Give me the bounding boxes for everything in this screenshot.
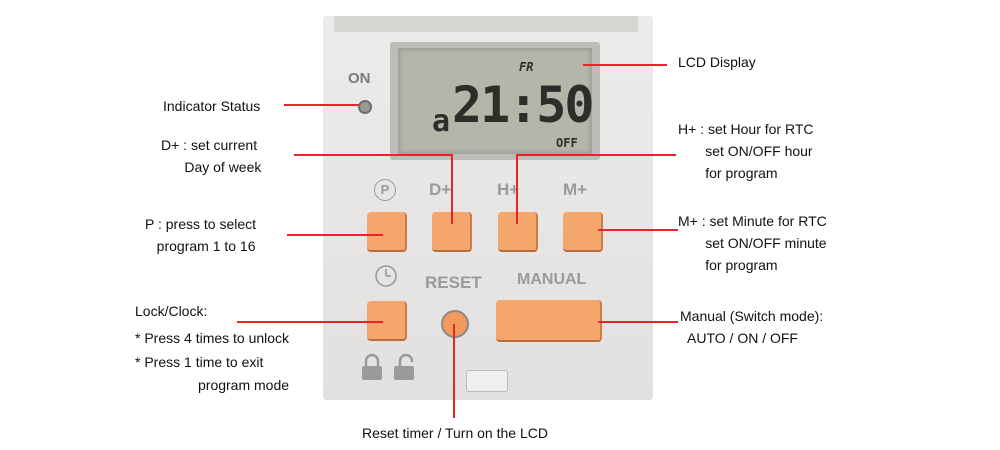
reset-annotation: Reset timer / Turn on the LCD [362,425,548,441]
indicator-status-annotation: Indicator Status [163,98,261,114]
manual-button[interactable] [496,300,602,342]
h-plus-leader [516,154,676,224]
manual-label: MANUAL [517,271,587,288]
indicator-led [358,100,372,114]
manual-annotation: Manual (Switch mode): AUTO / ON / OFF [680,308,824,346]
p-button[interactable] [367,212,407,252]
lock-clock-title: Lock/Clock: [135,303,208,319]
reset-label: RESET [425,273,482,292]
lcd-time: 21:50 [452,76,595,134]
m-plus-annotation: M+ : set Minute for RTC set ON/OFF minut… [678,213,827,273]
d-plus-label: D+ [429,180,452,199]
lock-clock-line3: program mode [198,377,290,393]
p-button-label: P [374,179,396,201]
lock-clock-line1: * Press 4 times to unlock [135,330,290,346]
p-annotation: P : press to select program 1 to 16 [145,216,257,254]
bottom-clip [466,370,508,392]
lcd-state: OFF [556,136,578,150]
m-plus-label: M+ [563,180,588,199]
h-plus-label: H+ [497,180,520,199]
device-top-cap [334,16,638,32]
h-plus-button[interactable] [498,212,538,252]
d-plus-annotation: D+ : set current Day of week [161,137,262,175]
lcd-prefix: a [432,104,451,139]
lcd-display [398,48,592,154]
lcd-day: FR [519,60,534,74]
on-label: ON [348,70,371,87]
h-plus-annotation: H+ : set Hour for RTC set ON/OFF hour fo… [678,121,814,181]
d-plus-leader [294,154,453,224]
clock-icon [375,265,397,287]
lcd-display-annotation: LCD Display [678,54,756,70]
lock-unlock-icon [362,353,414,380]
lock-clock-line2: * Press 1 time to exit [135,354,264,370]
m-plus-button[interactable] [563,212,603,252]
